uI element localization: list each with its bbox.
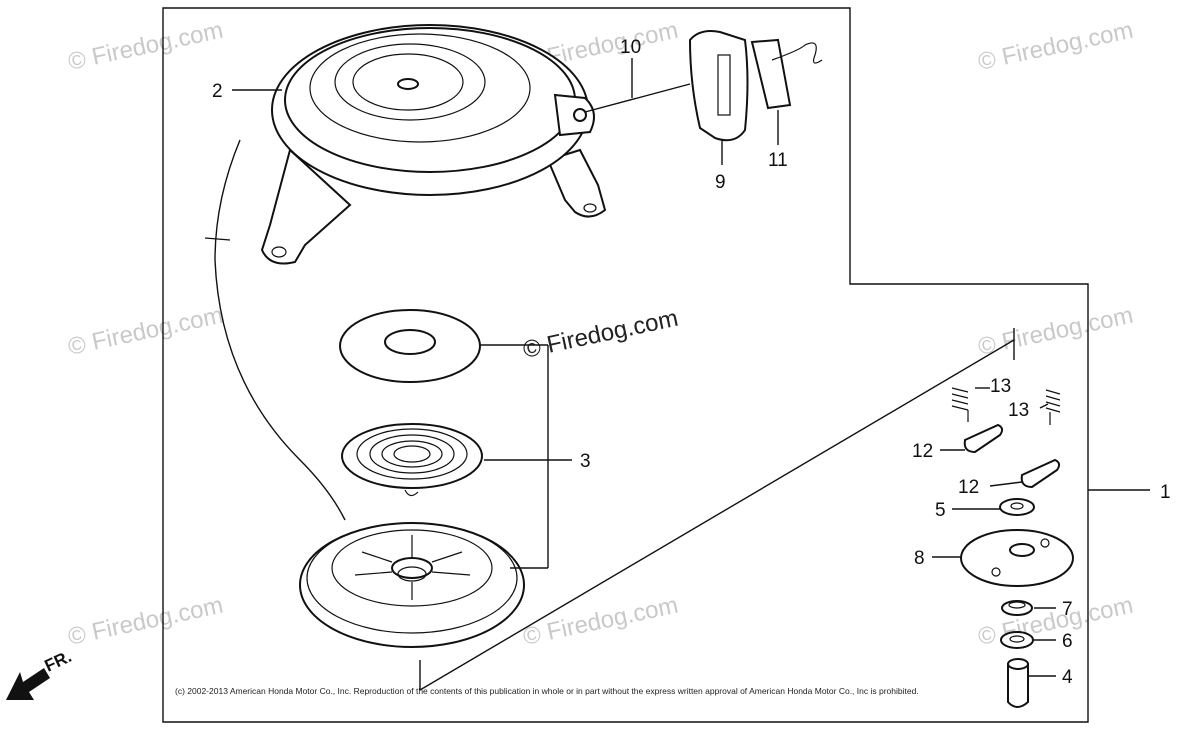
reel-pulley — [299, 522, 525, 648]
direction-label: FR. — [42, 647, 75, 676]
watermark: © Firedog.com — [521, 592, 681, 651]
callout-5: 5 — [935, 500, 946, 521]
callout-labels: 1 2 3 4 5 6 7 8 9 10 11 12 12 13 13 — [212, 37, 1171, 688]
grip-insert — [750, 38, 823, 110]
starter-rope — [204, 83, 691, 521]
watermark-center: © Firedog.com — [521, 305, 681, 364]
callout-4: 4 — [1062, 667, 1073, 688]
leader-lines — [232, 58, 1056, 677]
watermark: © Firedog.com — [976, 302, 1136, 361]
copyright-notice: (c) 2002-2013 American Honda Motor Co., … — [175, 686, 919, 696]
callout-8: 8 — [914, 548, 925, 569]
ratchet-guide-8 — [960, 529, 1074, 587]
recoil-spring — [341, 423, 483, 497]
collar-4 — [1007, 658, 1029, 708]
callout-11: 11 — [768, 150, 788, 171]
watermark: © Firedog.com — [66, 17, 226, 76]
front-direction-indicator: FR. — [6, 647, 75, 700]
starter-case — [260, 24, 607, 265]
callout-9: 9 — [715, 172, 726, 193]
callout-6: 6 — [1062, 631, 1073, 652]
ratchet-pawl-12b — [1020, 458, 1061, 489]
frame-outline — [162, 7, 1089, 723]
washer-6 — [1000, 631, 1034, 649]
callout-13a: 13 — [990, 376, 1011, 397]
watermark: © Firedog.com — [66, 302, 226, 361]
washer-5 — [999, 498, 1035, 516]
watermark: © Firedog.com — [66, 592, 226, 651]
starter-grip — [688, 30, 749, 142]
watermark: © Firedog.com — [976, 17, 1136, 76]
callout-13b: 13 — [1008, 400, 1029, 421]
spring-7 — [1001, 600, 1033, 616]
spring-13b — [1045, 389, 1061, 425]
callout-7: 7 — [1062, 599, 1073, 620]
callout-3: 3 — [580, 451, 591, 472]
ratchet-pawl-12a — [963, 423, 1004, 454]
callout-12a: 12 — [912, 441, 933, 462]
callout-12b: 12 — [958, 477, 979, 498]
watermark: © Firedog.com — [976, 592, 1136, 651]
callout-1: 1 — [1160, 482, 1171, 503]
spring-cover-plate — [339, 309, 481, 383]
callout-10: 10 — [620, 37, 641, 58]
arrow-down-left-icon — [6, 668, 50, 700]
callout-2: 2 — [212, 81, 223, 102]
assembly-lines — [419, 328, 1150, 691]
spring-13a — [951, 387, 969, 422]
